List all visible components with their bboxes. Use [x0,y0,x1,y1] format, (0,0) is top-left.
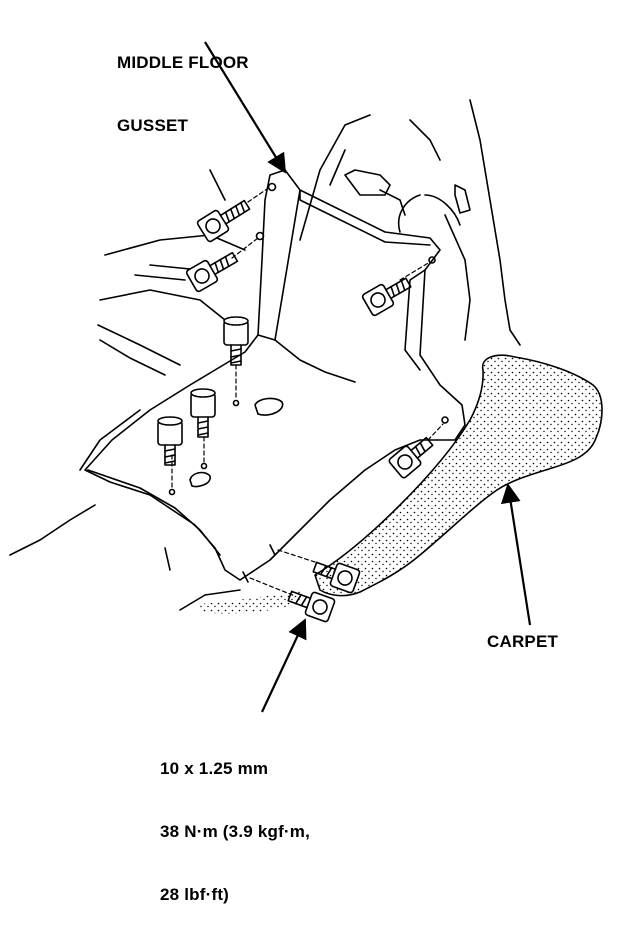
flange-bolt [388,436,434,479]
flange-bolt [157,416,183,466]
torque-spec-torque-metric: 38 N·m (3.9 kgf·m, [160,822,311,841]
gusset-label-line-2: GUSSET [117,116,189,135]
flange-bolt [312,561,361,594]
torque-spec-leader-arrow [261,618,307,713]
carpet-label: CARPET [487,632,559,651]
vehicle-floor-outline [9,99,521,611]
flange-bolt [287,590,336,623]
flange-bolt [185,251,239,293]
middle-floor-gusset [84,169,466,583]
flange-bolt [190,388,216,438]
middle-floor-gusset-diagram [9,41,603,713]
bolt-alignment-guides [171,186,444,597]
flange-bolt [223,316,249,366]
gusset-label-line-1: MIDDLE FLOOR [117,53,249,72]
carpet [200,354,603,614]
flange-bolt [361,277,412,317]
torque-spec-label: 10 x 1.25 mm 38 N·m (3.9 kgf·m, 28 lbf·f… [160,716,310,926]
carpet-leader-arrow [500,483,532,626]
flange-bolt [196,199,251,243]
gusset-leader-arrow [204,41,287,174]
torque-spec-bolt-size: 10 x 1.25 mm [160,759,269,778]
torque-spec-torque-imperial: 28 lbf·ft) [160,885,230,904]
gusset-label: MIDDLE FLOOR GUSSET [117,10,249,157]
